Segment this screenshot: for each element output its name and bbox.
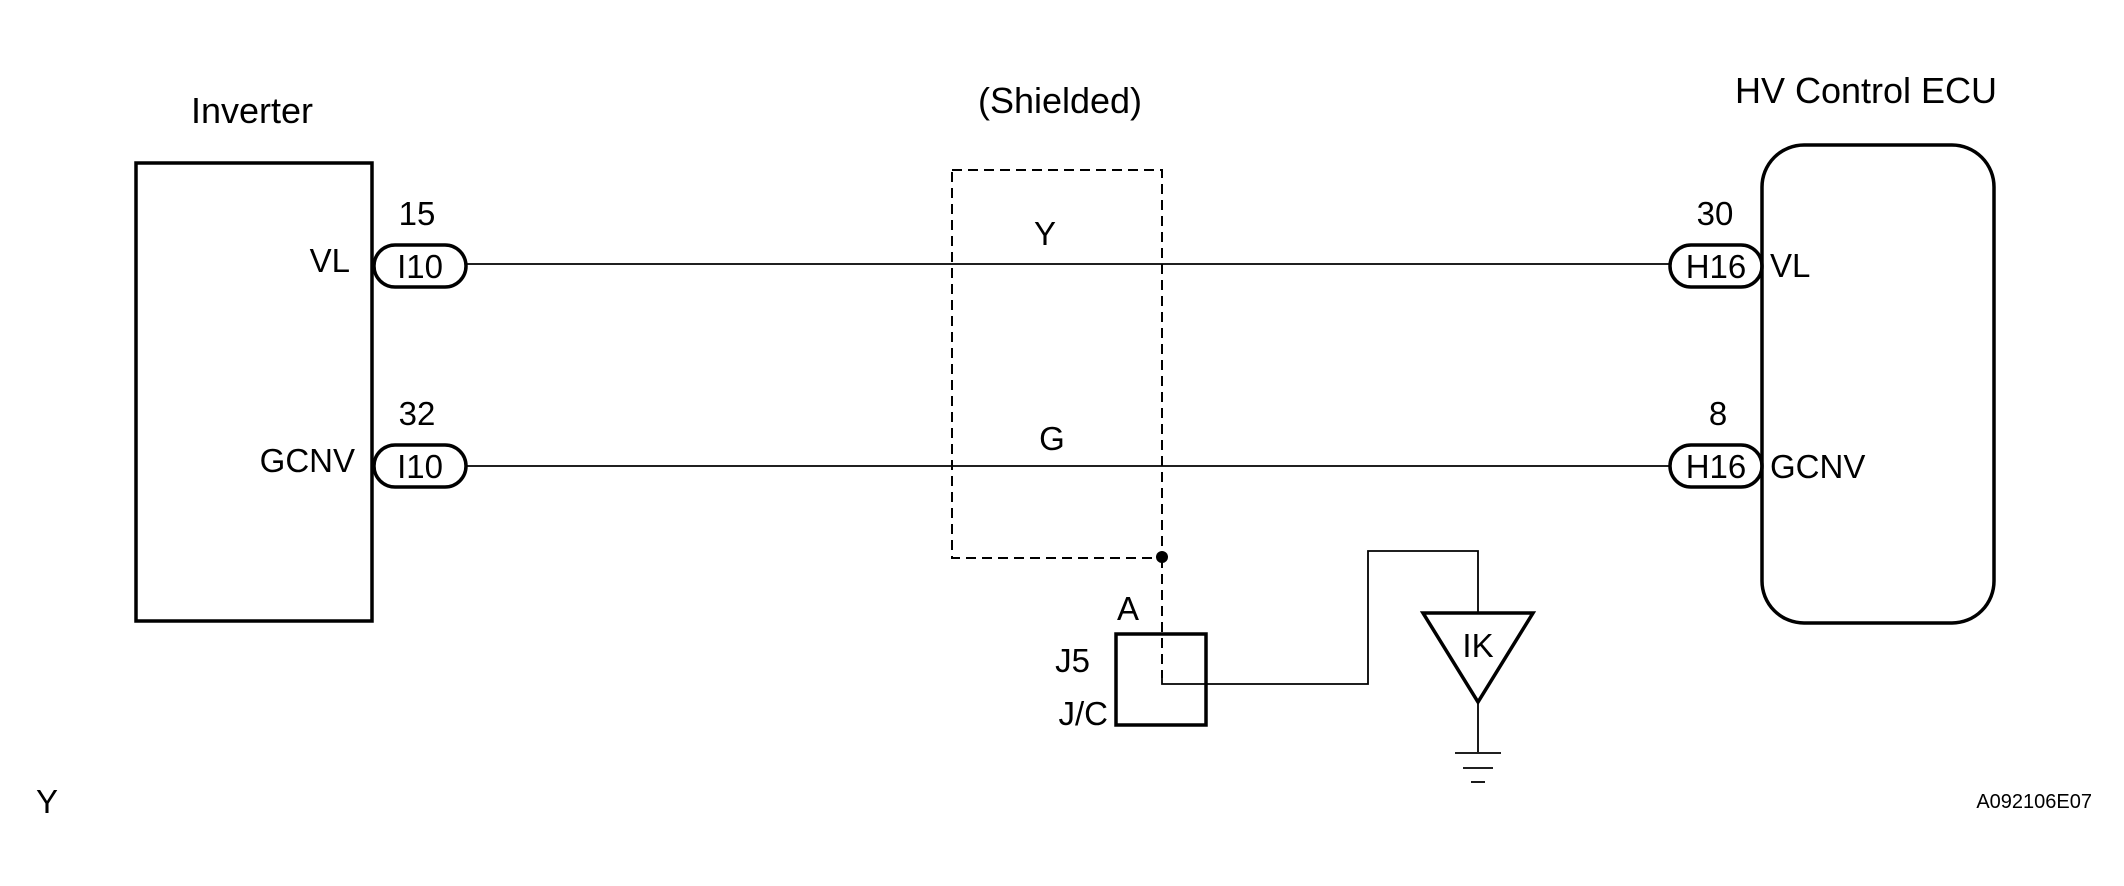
pin-number: 15 — [399, 195, 436, 232]
shield-drain-dot — [1156, 551, 1168, 563]
ecu-title: HV Control ECU — [1735, 70, 1997, 111]
shield-outline — [951, 169, 1163, 559]
connector-code: H16 — [1686, 448, 1747, 485]
junction-connector-code: J5 — [1055, 642, 1090, 679]
ground-circuit: IK — [1206, 550, 1537, 783]
inverter-box — [134, 161, 374, 623]
shield: (Shielded) Y G — [951, 80, 1168, 678]
connector-code: H16 — [1686, 248, 1747, 285]
connector-h16-gcnv: 8 H16 — [1668, 395, 1764, 489]
ecu-terminal-gcnv: GCNV — [1770, 448, 1865, 485]
pin-number: 32 — [399, 395, 436, 432]
connector-i10-vl: 15 I10 — [372, 195, 468, 289]
junction-type: J/C — [1059, 695, 1109, 732]
inverter-title: Inverter — [191, 90, 313, 131]
wire-color-g: G — [1039, 420, 1065, 457]
figure-id: A092106E07 — [1976, 791, 2092, 813]
connector-i10-gcnv: 32 I10 — [372, 395, 468, 489]
footer-left-note: Y — [36, 783, 58, 820]
junction-connector-j5: A J5 J/C — [1055, 590, 1208, 732]
connector-code: I10 — [397, 248, 443, 285]
ecu-terminal-vl: VL — [1770, 247, 1810, 284]
shield-label: (Shielded) — [978, 80, 1142, 121]
connector-code: I10 — [397, 448, 443, 485]
junction-pin: A — [1117, 590, 1139, 627]
junction-box — [1114, 632, 1208, 727]
inverter-terminal-gcnv: GCNV — [260, 442, 355, 479]
connector-body — [372, 243, 468, 289]
pin-number: 8 — [1709, 395, 1727, 432]
ground-point-triangle — [1419, 611, 1537, 706]
ground-icon — [1455, 752, 1501, 783]
hv-control-ecu-component: HV Control ECU VL GCNV — [1735, 70, 1997, 625]
connector-h16-vl: 30 H16 — [1668, 195, 1764, 289]
pin-number: 30 — [1697, 195, 1734, 232]
ground-label: IK — [1462, 627, 1493, 664]
junction-wire-inner — [1161, 678, 1206, 685]
ecu-box — [1760, 143, 1996, 625]
ground-wire — [1206, 550, 1479, 685]
inverter-terminal-vl: VL — [310, 242, 350, 279]
inverter-component: Inverter VL GCNV — [134, 90, 374, 623]
wire-color-y: Y — [1034, 215, 1056, 252]
